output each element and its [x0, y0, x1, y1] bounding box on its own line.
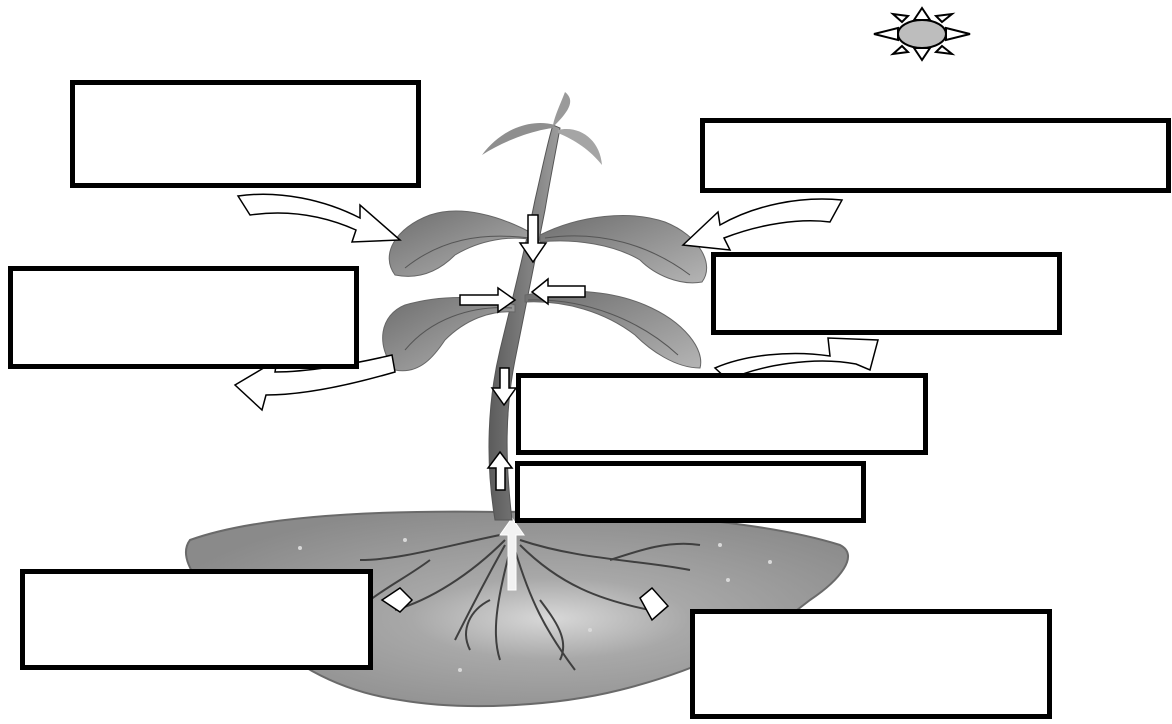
sun-icon: [874, 8, 970, 60]
label-box-text: [695, 614, 1047, 626]
label-box-text: [13, 271, 354, 283]
label-box-text: [705, 123, 1166, 135]
label-box-mid-right[interactable]: [711, 252, 1062, 335]
label-box-bottom-left[interactable]: [20, 569, 373, 670]
label-box-text: [75, 85, 416, 97]
label-box-mid-left[interactable]: [8, 266, 359, 369]
label-box-text: [716, 257, 1057, 269]
label-box-top-right[interactable]: [700, 118, 1171, 193]
label-box-stem-lower[interactable]: [515, 461, 866, 523]
label-box-text: [520, 466, 861, 478]
label-box-text: [25, 574, 368, 586]
label-box-text: [521, 378, 923, 390]
label-box-top-left[interactable]: [70, 80, 421, 188]
label-box-stem-upper[interactable]: [516, 373, 928, 455]
label-box-bottom-right[interactable]: [690, 609, 1052, 719]
plant-illustration: [383, 92, 707, 520]
